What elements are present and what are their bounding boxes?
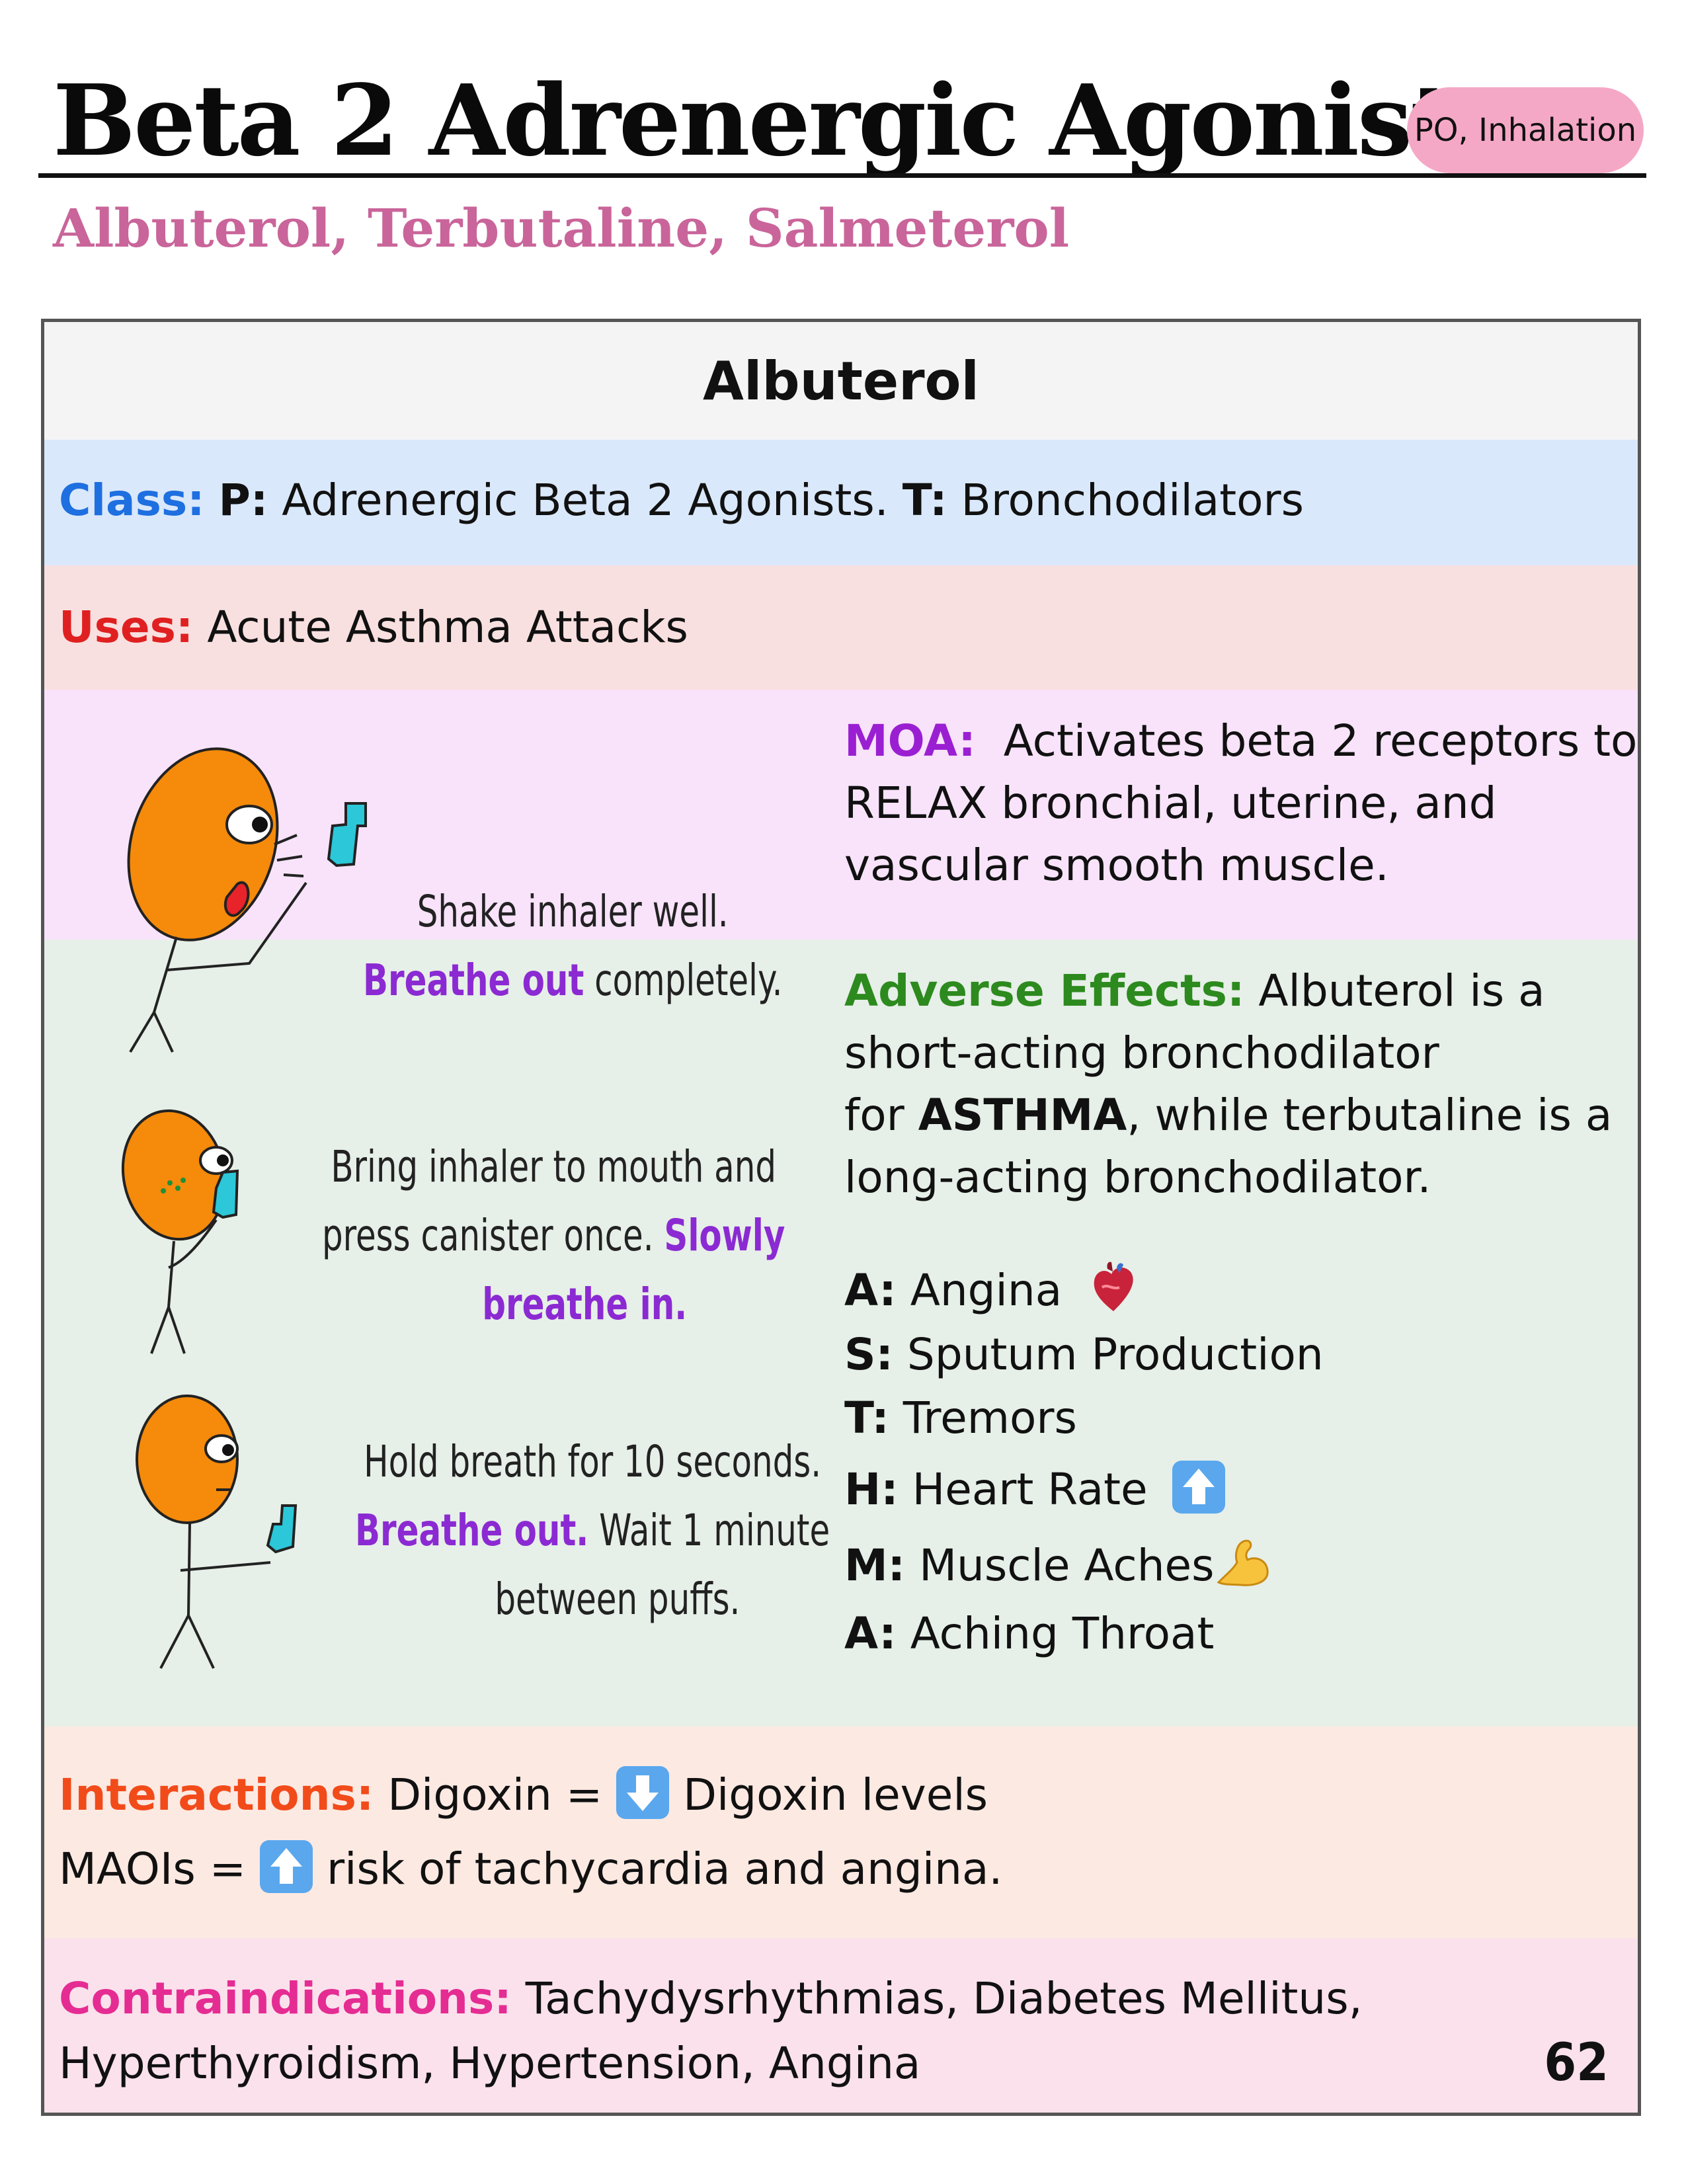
mnemonic-letter: A:: [844, 1608, 897, 1659]
asthma-emphasis: ASTHMA: [918, 1090, 1127, 1141]
mnemonic-item-tremors: T: Tremors: [844, 1392, 1077, 1445]
interactions-section: Interactions: Digoxin = Digoxin levels M…: [44, 1726, 1638, 1938]
uses-line: Uses: Acute Asthma Attacks: [59, 601, 688, 654]
class-line: Class: P: Adrenergic Beta 2 Agonists. T:…: [59, 474, 1304, 527]
interactions-label: Interactions:: [59, 1769, 374, 1820]
adverse-line-1: Adverse Effects: Albuterol is a: [844, 965, 1545, 1018]
page-number: 62: [1544, 2033, 1609, 2093]
figure-press-canister: [121, 1109, 239, 1354]
pharm-class-label: P:: [218, 475, 268, 526]
maois-text: MAOIs =: [59, 1843, 247, 1894]
thera-class-text: Bronchodilators: [961, 475, 1305, 526]
adverse-section: [44, 940, 1638, 1726]
adverse-text-1: Albuterol is a: [1258, 965, 1545, 1016]
adverse-line-2: short-acting bronchodilator: [844, 1028, 1439, 1078]
moa-text-1: Activates beta 2 receptors to: [1003, 715, 1638, 766]
mnemonic-letter: A:: [844, 1265, 897, 1316]
figure-shake-inhaler: [127, 747, 367, 1053]
down-arrow-icon: [616, 1766, 670, 1819]
contra-line-1: Contraindications: Tachydysrhythmias, Di…: [59, 1972, 1363, 2025]
tachycardia-risk-text: risk of tachycardia and angina.: [326, 1843, 1003, 1894]
step-2-line-2: press canister once. Slowly: [322, 1201, 785, 1270]
uses-section: Uses: Acute Asthma Attacks: [44, 565, 1638, 690]
class-section: Class: P: Adrenergic Beta 2 Agonists. T:…: [44, 440, 1638, 565]
mnemonic-letter: M:: [844, 1540, 906, 1592]
mnemonic-item-heart-rate: H: Heart Rate: [844, 1461, 1225, 1516]
adverse-text-3-pre: for: [844, 1090, 904, 1141]
contraindications-label: Contraindications:: [59, 1973, 512, 2024]
contra-line-2: Hyperthyroidism, Hypertension, Angina: [59, 2038, 921, 2089]
mnemonic-item-muscle: M: Muscle Aches: [844, 1536, 1271, 1601]
step-2-line-1: Bring inhaler to mouth and: [331, 1141, 777, 1192]
adverse-line-4: long-acting bronchodilator.: [844, 1152, 1431, 1203]
interactions-line-2: MAOIs = risk of tachycardia and angina.: [59, 1840, 1002, 1896]
class-label: Class:: [59, 475, 205, 526]
moa-line-2: RELAX bronchial, uterine, and: [844, 778, 1497, 829]
step-3-text: Hold breath for 10 seconds. Breathe out.…: [355, 1428, 830, 1634]
uses-label: Uses:: [59, 602, 194, 653]
up-arrow-icon: [260, 1840, 313, 1893]
heart-icon: [1090, 1261, 1137, 1326]
adverse-label: Adverse Effects:: [844, 965, 1245, 1016]
moa-line-3: vascular smooth muscle.: [844, 840, 1389, 891]
digoxin-text: Digoxin =: [387, 1769, 603, 1820]
mnemonic-text: Heart Rate: [912, 1464, 1148, 1515]
moa-line-1: MOA: Activates beta 2 receptors to: [844, 715, 1637, 768]
uses-text: Acute Asthma Attacks: [207, 602, 688, 653]
thera-class-label: T:: [902, 475, 947, 526]
mnemonic-text: Sputum Production: [906, 1329, 1324, 1380]
mnemonic-text: Muscle Aches: [919, 1540, 1215, 1592]
mnemonic-item-angina: A: Angina: [844, 1261, 1137, 1326]
mnemonic-item-sputum: S: Sputum Production: [844, 1328, 1324, 1381]
mnemonic-letter: H:: [844, 1464, 899, 1515]
step-1-line-1: Shake inhaler well.: [417, 886, 729, 937]
title-underline: [38, 173, 1646, 178]
breathe-in-emphasis: breathe in.: [482, 1279, 688, 1330]
mnemonic-text: Aching Throat: [910, 1608, 1215, 1659]
moa-section: [44, 690, 1638, 940]
step-3-wait: Wait 1 minute: [588, 1505, 830, 1556]
mnemonic-text: Angina: [910, 1265, 1063, 1316]
breathe-out-emphasis-2: Breathe out.: [355, 1505, 589, 1556]
step-3-line-3: between puffs.: [495, 1574, 741, 1625]
drug-list-subtitle: Albuterol, Terbutaline, Salmeterol: [53, 197, 1070, 259]
card-header: Albuterol: [44, 322, 1638, 440]
adverse-line-3: for ASTHMA, while terbutaline is a: [844, 1089, 1612, 1142]
flexed-biceps-icon: [1215, 1536, 1271, 1601]
step-2-press: press canister once.: [322, 1210, 664, 1261]
step-2-line-3: breathe in.: [322, 1270, 785, 1339]
breathe-out-emphasis: Breathe out: [363, 955, 584, 1006]
step-3-line-1: Hold breath for 10 seconds.: [364, 1436, 822, 1487]
moa-label: MOA:: [844, 715, 976, 766]
drug-name: Albuterol: [703, 350, 979, 412]
step-1-line-2: Breathe out completely.: [363, 946, 782, 1015]
page-title: Beta 2 Adrenergic Agonists: [53, 63, 1509, 178]
mnemonic-letter: S:: [844, 1329, 893, 1380]
contraindications-section: Contraindications: Tachydysrhythmias, Di…: [44, 1938, 1638, 2113]
digoxin-levels-text: Digoxin levels: [683, 1769, 988, 1820]
route-text: PO, Inhalation: [1414, 112, 1637, 149]
mnemonic-text: Tremors: [903, 1393, 1077, 1443]
step-3-line-2: Breathe out. Wait 1 minute: [355, 1496, 830, 1565]
figure-hold-breath: [136, 1395, 298, 1669]
contra-text-1: Tachydysrhythmias, Diabetes Mellitus,: [525, 1973, 1363, 2024]
route-badge: PO, Inhalation: [1407, 87, 1644, 173]
pharm-class-text: Adrenergic Beta 2 Agonists.: [282, 475, 889, 526]
drug-card: Albuterol Class: P: Adrenergic Beta 2 Ag…: [41, 319, 1641, 2116]
adverse-text-3-post: , while terbutaline is a: [1127, 1090, 1613, 1141]
step-2-text: Bring inhaler to mouth and press caniste…: [322, 1133, 785, 1339]
mnemonic-item-throat: A: Aching Throat: [844, 1607, 1214, 1660]
step-1-rest: completely.: [584, 955, 783, 1006]
up-arrow-icon: [1172, 1461, 1225, 1514]
slowly-emphasis: Slowly: [664, 1210, 785, 1261]
mnemonic-letter: T:: [844, 1393, 889, 1443]
step-1-text: Shake inhaler well. Breathe out complete…: [363, 877, 782, 1015]
interactions-line-1: Interactions: Digoxin = Digoxin levels: [59, 1766, 988, 1822]
